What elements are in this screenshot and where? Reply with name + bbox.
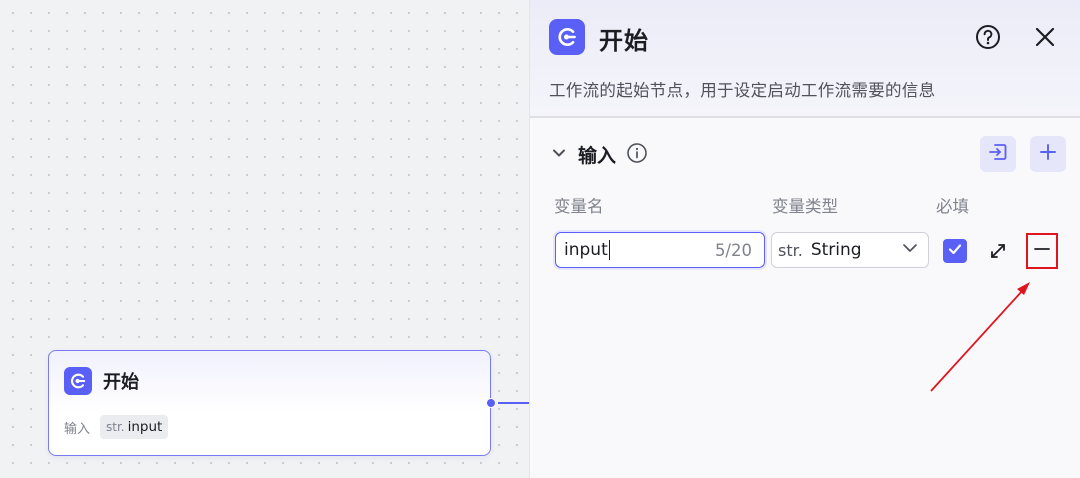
character-count: 5/20: [714, 240, 752, 260]
chevron-down-icon: [900, 238, 920, 262]
panel-header: 开始 工作流的起始节点，用于设定启动工作流需要的信息: [530, 0, 1080, 118]
plus-icon: [1038, 142, 1058, 166]
import-icon: [987, 141, 1009, 167]
help-icon[interactable]: [975, 24, 1001, 50]
column-header-name: 变量名: [554, 197, 604, 216]
start-node-header: 开始: [64, 367, 139, 395]
column-header-type: 变量类型: [772, 197, 838, 216]
workflow-start-icon: [64, 367, 92, 395]
variable-type-value: String: [810, 240, 862, 260]
info-icon[interactable]: [626, 142, 648, 168]
expand-icon[interactable]: [987, 240, 1009, 262]
start-node-variable-tag: str. input: [100, 415, 169, 439]
panel-description: 工作流的起始节点，用于设定启动工作流需要的信息: [549, 81, 936, 100]
start-node-inputs: 输入 str. input: [64, 415, 169, 439]
required-checkbox[interactable]: [943, 239, 967, 263]
input-section-title: 输入: [578, 145, 617, 167]
text-cursor: [608, 240, 611, 260]
import-variables-button[interactable]: [980, 136, 1016, 172]
chevron-down-icon[interactable]: [550, 144, 568, 166]
start-node-title: 开始: [103, 372, 139, 393]
variable-name-value: input: [564, 240, 611, 260]
workflow-canvas[interactable]: 开始 输入 str. input: [0, 0, 530, 478]
start-node[interactable]: 开始 输入 str. input: [48, 350, 491, 456]
start-node-input-label: 输入: [64, 421, 91, 437]
panel-title: 开始: [599, 27, 649, 55]
checkbox-icon: [947, 241, 963, 261]
remove-variable-button[interactable]: [1026, 233, 1058, 269]
column-header-required: 必填: [936, 197, 969, 216]
variable-type-label: str. String: [778, 240, 862, 260]
add-variable-button[interactable]: [1030, 136, 1066, 172]
variable-type-select[interactable]: str. String: [771, 232, 929, 268]
variable-type-prefix: str.: [778, 240, 803, 260]
variable-name: input: [127, 419, 163, 435]
close-icon[interactable]: [1032, 24, 1058, 50]
minus-icon: [1033, 240, 1051, 262]
node-config-panel: 开始 工作流的起始节点，用于设定启动工作流需要的信息: [529, 0, 1080, 478]
variable-type-prefix: str.: [106, 420, 125, 434]
workflow-start-icon: [549, 19, 585, 55]
variable-name-text: input: [564, 240, 608, 260]
node-output-port[interactable]: [486, 398, 496, 408]
variable-name-input[interactable]: input 5/20: [555, 232, 765, 268]
node-edge: [498, 402, 530, 404]
input-section-header[interactable]: 输入: [550, 141, 648, 168]
